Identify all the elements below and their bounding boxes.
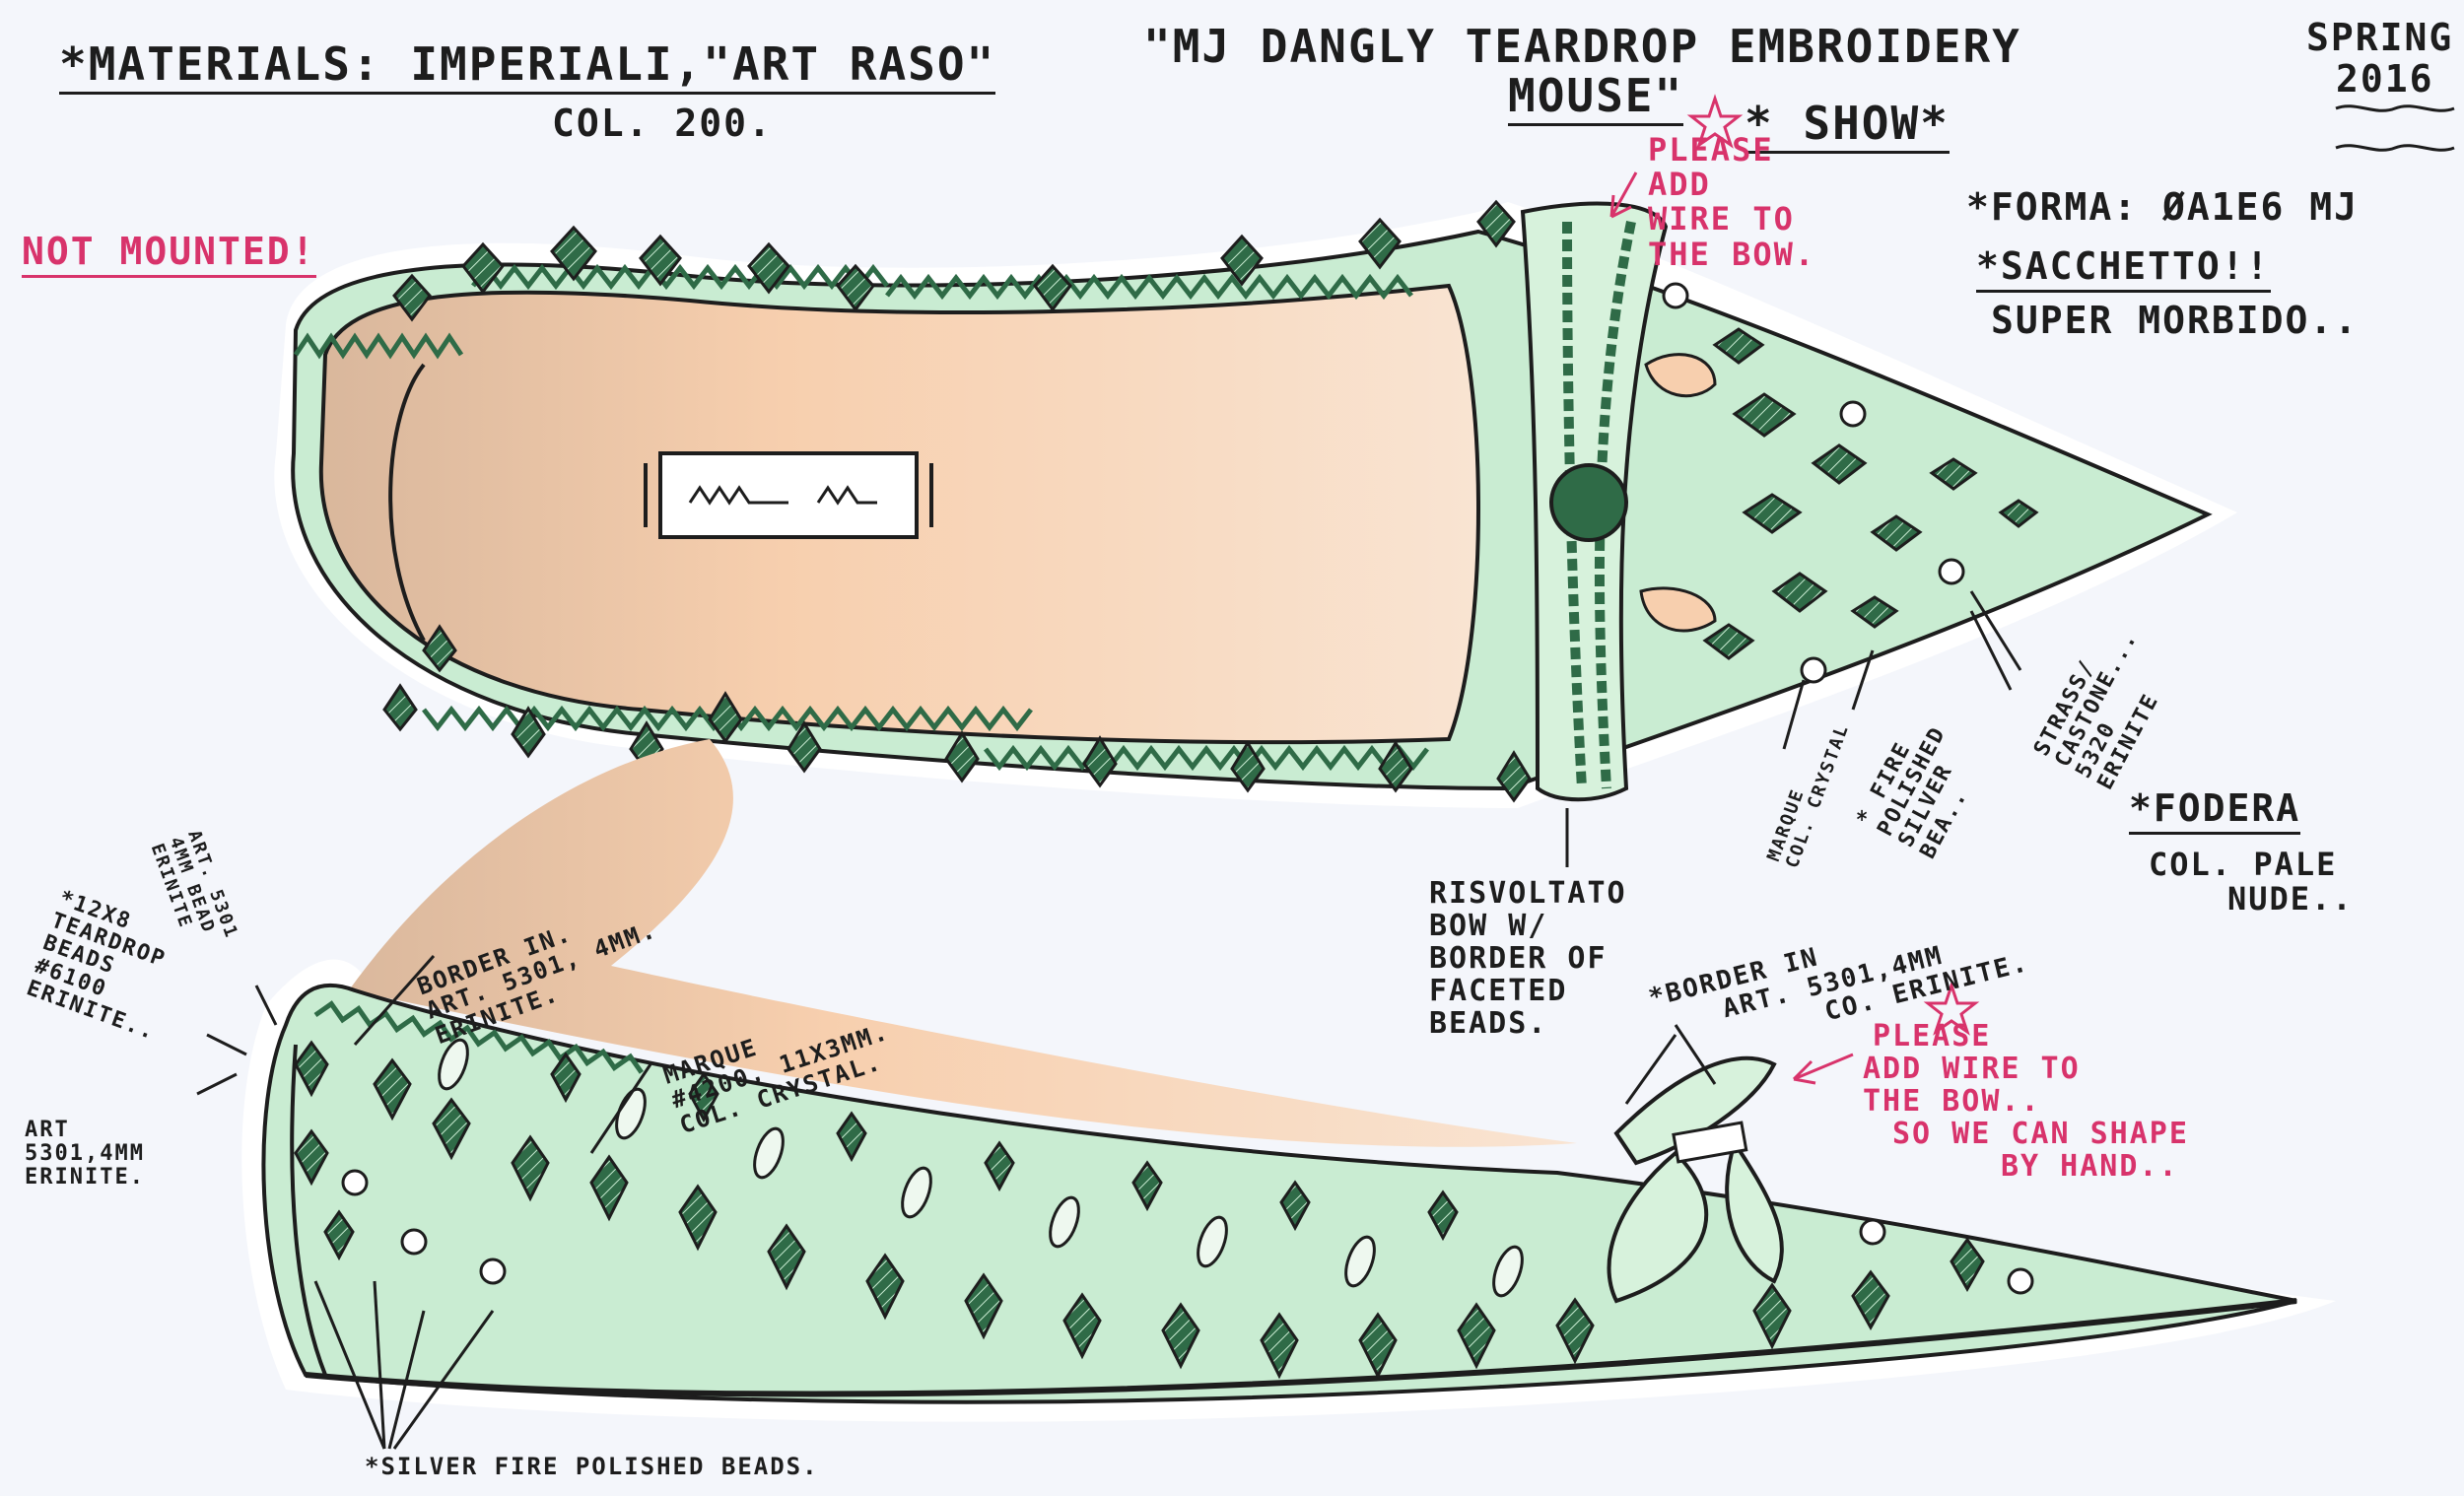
- fodera-note: *FODERA: [2129, 787, 2301, 835]
- art-side-note: ART 5301,4mm ERINITE.: [25, 1118, 145, 1190]
- insole-label: [658, 451, 919, 539]
- forma-note: *FORMA: ØA1E6 MJ: [1966, 185, 2360, 229]
- season-year: 2016: [2336, 57, 2434, 101]
- season-label: SPRING: [2306, 16, 2454, 59]
- please-add-wire-bottom: PLEASE ADD WIRE TO THE BOW.. SO WE CAN S…: [1863, 1019, 2189, 1184]
- side-lining: [325, 739, 1577, 1147]
- not-mounted-note: NOT MOUNTED!: [22, 231, 316, 278]
- fodera-color: COL. PALE NUDE..: [2149, 846, 2354, 918]
- super-morbido-note: SUPER MORBIDO..: [1991, 299, 2360, 342]
- leader-lines: [196, 104, 2455, 1450]
- please-add-wire-top: PLEASE ADD WIRE TO THE BOW.: [1648, 131, 1816, 273]
- show-note: * SHOW*: [1745, 99, 1950, 154]
- design-title-line1: "MJ DANGLY TEARDROP EMBROIDERY: [1143, 20, 2021, 73]
- materials-note: *MATERIALS: IMPERIALI,"ART RASO": [59, 39, 996, 95]
- sacchetto-note: *SACCHETTO!!: [1976, 245, 2271, 293]
- silver-fire-note: *SILVER FIRE POLISHED BEADS.: [365, 1453, 819, 1480]
- side-view-shoe: [241, 739, 2337, 1422]
- top-view-shoe: [274, 199, 2237, 808]
- design-title-line2: MOUSE": [1508, 71, 1684, 126]
- risvoltato-note: RISVOLTATO BOW W/ BORDER OF FACETED BEAD…: [1429, 876, 1627, 1041]
- materials-color: COL. 200.: [552, 102, 773, 145]
